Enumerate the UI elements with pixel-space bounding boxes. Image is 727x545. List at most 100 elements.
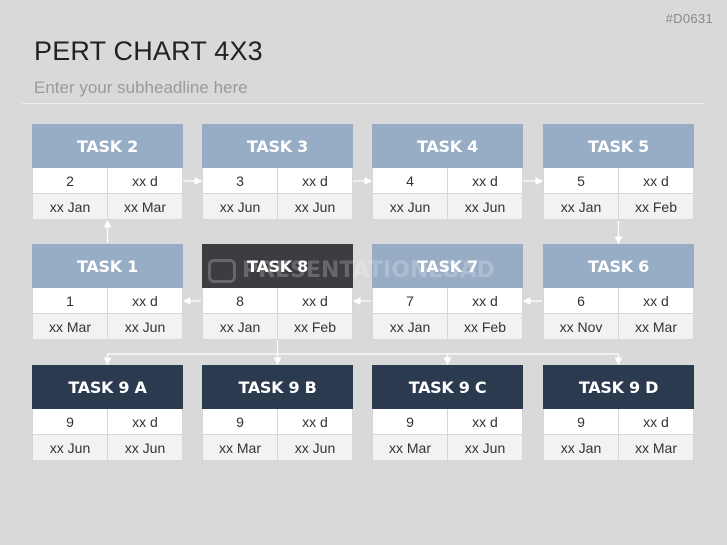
task-number: 9 <box>32 409 108 435</box>
task-duration: xx d <box>108 168 183 194</box>
task-number: 9 <box>372 409 448 435</box>
task-duration: xx d <box>619 288 694 314</box>
task-name: TASK 9 D <box>543 365 694 409</box>
task-duration: xx d <box>619 168 694 194</box>
task-number: 9 <box>202 409 278 435</box>
task-start-date: xx Jan <box>543 435 619 461</box>
task-name: TASK 6 <box>543 244 694 288</box>
task-number: 6 <box>543 288 619 314</box>
task-duration: xx d <box>278 168 353 194</box>
task-duration: xx d <box>108 288 183 314</box>
task-duration: xx d <box>448 168 523 194</box>
task-duration: xx d <box>278 288 353 314</box>
title-divider <box>22 103 704 104</box>
task-name: TASK 1 <box>32 244 183 288</box>
task-end-date: xx Mar <box>108 194 183 220</box>
task-end-date: xx Jun <box>448 194 523 220</box>
task-end-date: xx Feb <box>619 194 694 220</box>
task-number: 7 <box>372 288 448 314</box>
slide-id: #D0631 <box>665 11 713 26</box>
task-end-date: xx Jun <box>108 314 183 340</box>
task-end-date: xx Jun <box>108 435 183 461</box>
task-name: TASK 9 A <box>32 365 183 409</box>
task-name: TASK 3 <box>202 124 353 168</box>
task-start-date: xx Mar <box>32 314 108 340</box>
task-start-date: xx Jun <box>202 194 278 220</box>
task-name: TASK 5 <box>543 124 694 168</box>
task-number: 5 <box>543 168 619 194</box>
task-name: TASK 2 <box>32 124 183 168</box>
task-start-date: xx Mar <box>202 435 278 461</box>
task-name: TASK 7 <box>372 244 523 288</box>
task-end-date: xx Jun <box>278 435 353 461</box>
task-number: 8 <box>202 288 278 314</box>
task-end-date: xx Feb <box>448 314 523 340</box>
task-end-date: xx Feb <box>278 314 353 340</box>
task-number: 1 <box>32 288 108 314</box>
task-number: 9 <box>543 409 619 435</box>
page-subtitle: Enter your subheadline here <box>34 78 248 97</box>
task-number: 2 <box>32 168 108 194</box>
task-end-date: xx Mar <box>619 314 694 340</box>
task-duration: xx d <box>278 409 353 435</box>
task-end-date: xx Jun <box>278 194 353 220</box>
task-start-date: xx Jan <box>202 314 278 340</box>
task-duration: xx d <box>448 409 523 435</box>
task-number: 4 <box>372 168 448 194</box>
task-end-date: xx Jun <box>448 435 523 461</box>
task-start-date: xx Nov <box>543 314 619 340</box>
task-name: TASK 9 C <box>372 365 523 409</box>
task-name: TASK 4 <box>372 124 523 168</box>
task-duration: xx d <box>619 409 694 435</box>
task-number: 3 <box>202 168 278 194</box>
task-name: TASK 9 B <box>202 365 353 409</box>
task-start-date: xx Jan <box>372 314 448 340</box>
task-start-date: xx Jan <box>543 194 619 220</box>
task-start-date: xx Jan <box>32 194 108 220</box>
task-start-date: xx Mar <box>372 435 448 461</box>
page-title: PERT CHART 4X3 <box>34 36 263 66</box>
task-start-date: xx Jun <box>372 194 448 220</box>
task-name: TASK 8 <box>202 244 353 288</box>
task-duration: xx d <box>108 409 183 435</box>
task-end-date: xx Mar <box>619 435 694 461</box>
task-duration: xx d <box>448 288 523 314</box>
